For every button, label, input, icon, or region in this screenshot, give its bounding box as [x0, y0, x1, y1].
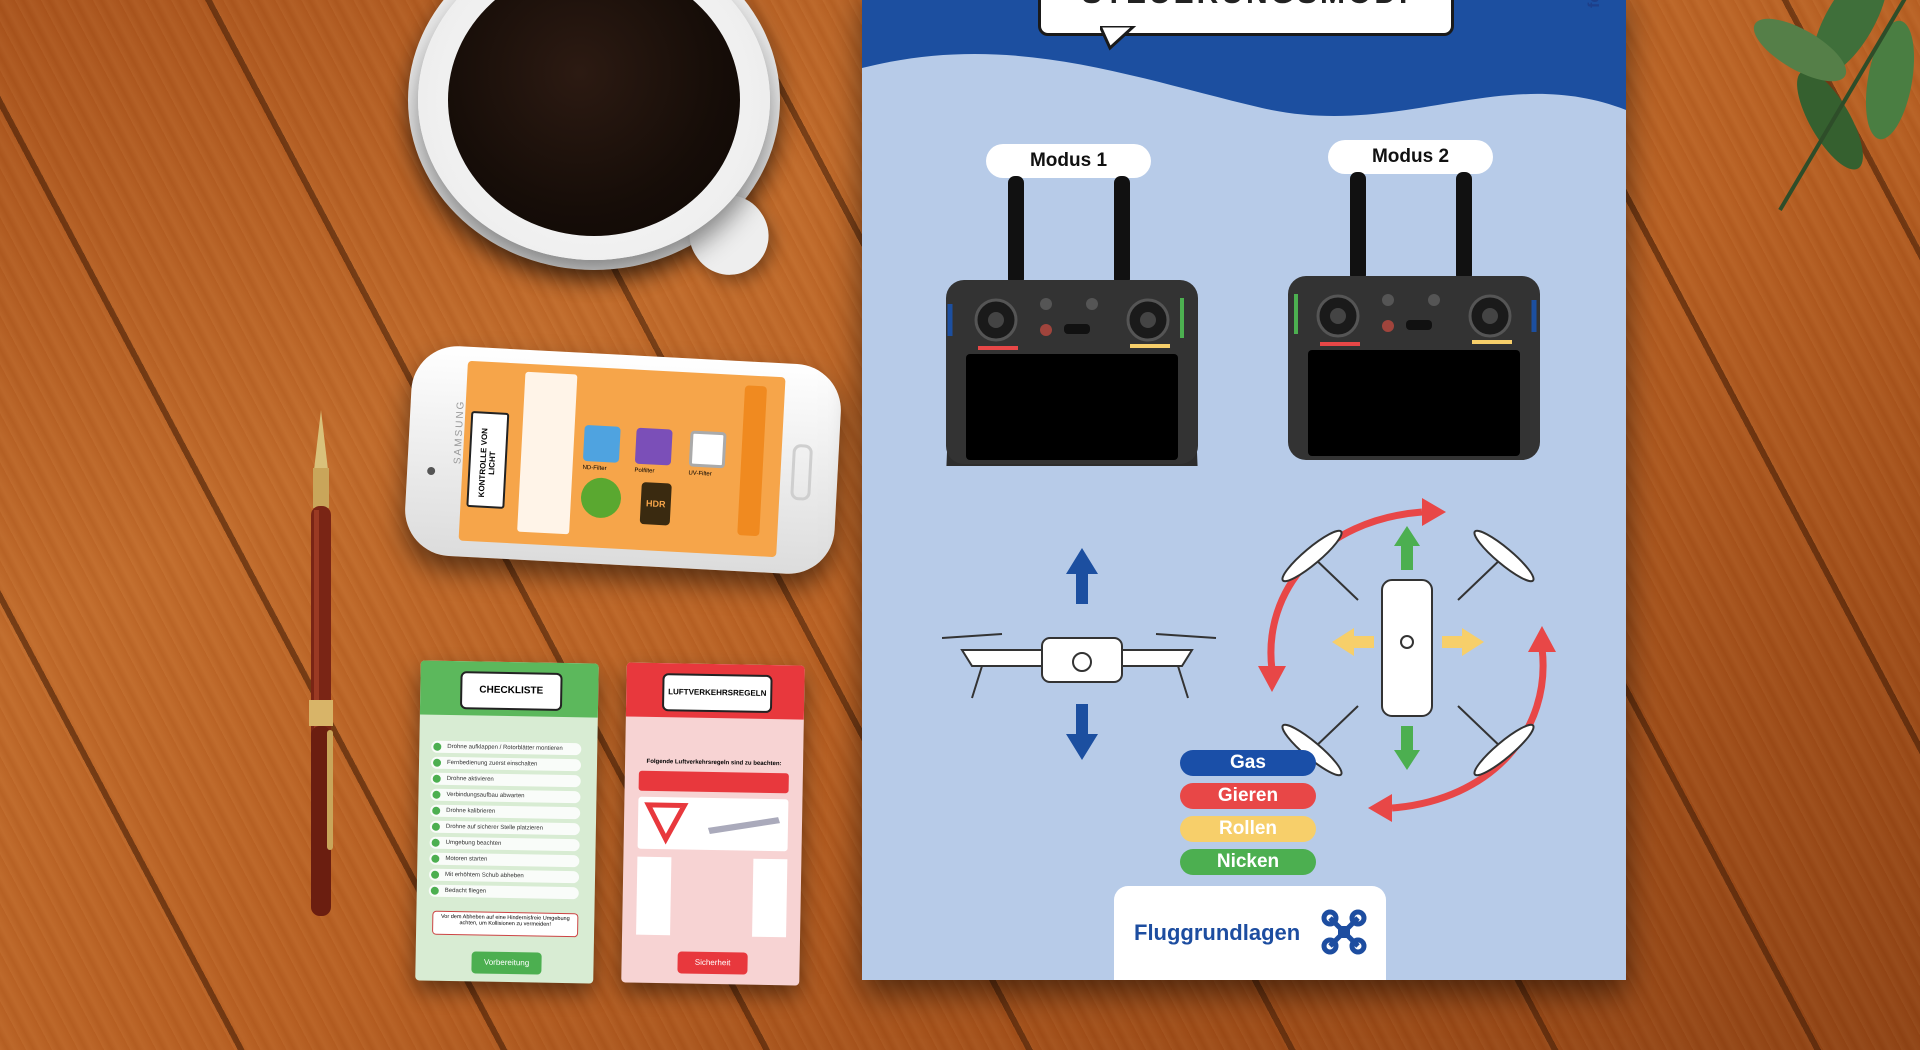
smartphone: SAMSUNG KONTROLLE VON LICHT ND-Filter Po…: [402, 343, 844, 577]
drone-top-view: [1258, 498, 1556, 822]
list-item: Fernbedienung zuerst einschalten: [430, 756, 582, 772]
plant-leaves: [1753, 0, 1915, 212]
legend-rollen: Rollen: [1180, 816, 1316, 842]
rules-highlight: [638, 770, 789, 794]
list-item: Verbindungsaufbau abwarten: [430, 788, 581, 804]
rules-card: LUFTVERKEHRSREGELN Folgende Luftverkehrs…: [621, 662, 805, 986]
phone-camera: [426, 466, 436, 476]
phone-side-bar: [737, 385, 768, 537]
list-item: Drohne kalibrieren: [430, 804, 581, 820]
nd-filter-icon: [582, 424, 621, 463]
brand-box: Fluggrundlagen: [1114, 886, 1386, 980]
mode-2-label: Modus 2: [1328, 140, 1493, 174]
rules-title: LUFTVERKEHRSREGELN: [661, 673, 773, 714]
drone-side-view: [942, 548, 1217, 760]
title-bubble-tail: [1100, 26, 1137, 51]
phone-label-uv: UV-Filter: [688, 470, 712, 478]
phone-label-pol: Polfilter: [634, 467, 655, 475]
yield-sign-icon: [644, 802, 781, 845]
list-item: Drohne aktivieren: [430, 772, 581, 788]
polfilter-icon: [634, 427, 673, 466]
phone-info-card: [517, 371, 578, 535]
controller-mode-2: [1288, 172, 1540, 460]
list-item: Umgebung beachten: [429, 836, 580, 852]
rules-footer: Sicherheit: [677, 951, 748, 975]
rules-altitude-right: [752, 858, 788, 938]
rules-illustration: [637, 796, 789, 852]
poster-url: focus.at: [1586, 0, 1604, 8]
checklist-title: CHECKLISTE: [459, 671, 563, 711]
checklist-footer: Vorbereitung: [471, 951, 542, 975]
legend-gieren: Gieren: [1180, 783, 1316, 809]
pen: [309, 410, 333, 916]
list-item: Bedacht fliegen: [428, 884, 579, 900]
tree-icon: [579, 476, 623, 519]
rules-subtitle: Folgende Luftverkehrsregeln sind zu beac…: [646, 758, 782, 768]
controller-mode-1: [946, 176, 1198, 466]
poster: STEUERUNGSMODI focus.at Modus 1 Modus 2: [862, 0, 1626, 980]
drone-logo-icon: [1321, 909, 1367, 955]
phone-screen: KONTROLLE VON LICHT ND-Filter Polfilter …: [458, 360, 786, 558]
list-item: Drohne auf sicherer Stelle platzieren: [429, 820, 580, 836]
phone-screen-title: KONTROLLE VON LICHT: [476, 427, 498, 498]
mode-1-label: Modus 1: [986, 144, 1151, 178]
legend-nicken: Nicken: [1180, 849, 1316, 875]
legend-gas: Gas: [1180, 750, 1316, 776]
coffee: [448, 0, 740, 236]
hdr-icon: HDR: [639, 482, 672, 526]
phone-home-button: [790, 443, 814, 501]
checklist-card: CHECKLISTE Drohne aufklappen / Rotorblät…: [415, 660, 599, 984]
list-item: Mit erhöhtem Schub abheben: [428, 868, 580, 884]
list-item: Motoren starten: [429, 852, 580, 868]
phone-label-nd: ND-Filter: [582, 464, 607, 473]
brand-text: Fluggrundlagen: [1134, 920, 1301, 945]
checklist-note: Vor dem Abheben auf eine Hindernisfreie …: [432, 910, 579, 938]
rules-altitude-left: [636, 856, 672, 936]
phone-screen-title-box: KONTROLLE VON LICHT: [466, 410, 510, 509]
uv-filter-icon: [688, 430, 727, 469]
list-item: Drohne aufklappen / Rotorblätter montier…: [431, 740, 582, 756]
